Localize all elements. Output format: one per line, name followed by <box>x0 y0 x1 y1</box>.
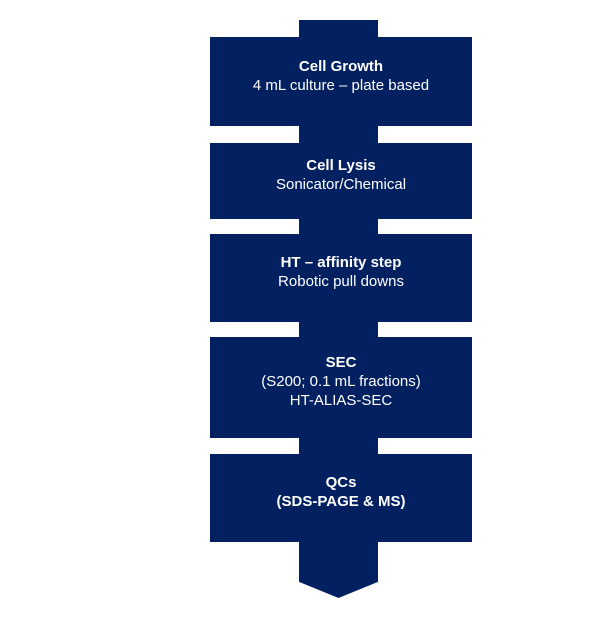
step-title: Cell Lysis <box>306 157 376 174</box>
step-title: SEC <box>325 354 357 371</box>
flow-step-cell-lysis: Cell Lysis Sonicator/Chemical <box>210 143 472 219</box>
flow-step-cell-growth: Cell Growth 4 mL culture – plate based <box>210 37 472 126</box>
step-subtitle: HT-ALIAS-SEC <box>289 392 393 409</box>
step-subtitle: (SDS-PAGE & MS) <box>276 493 406 510</box>
step-title: HT – affinity step <box>280 254 402 271</box>
flow-step-sec: SEC (S200; 0.1 mL fractions) HT-ALIAS-SE… <box>210 337 472 438</box>
step-title: Cell Growth <box>298 57 384 75</box>
step-title: QCs <box>325 474 357 491</box>
flow-step-ht-affinity: HT – affinity step Robotic pull downs <box>210 234 472 322</box>
step-subtitle: (S200; 0.1 mL fractions) <box>261 373 421 390</box>
step-subtitle: Robotic pull downs <box>278 273 404 290</box>
step-subtitle: Sonicator/Chemical <box>275 176 407 193</box>
flow-step-qcs: QCs (SDS-PAGE & MS) <box>210 454 472 542</box>
step-subtitle: 4 mL culture – plate based <box>252 76 430 94</box>
